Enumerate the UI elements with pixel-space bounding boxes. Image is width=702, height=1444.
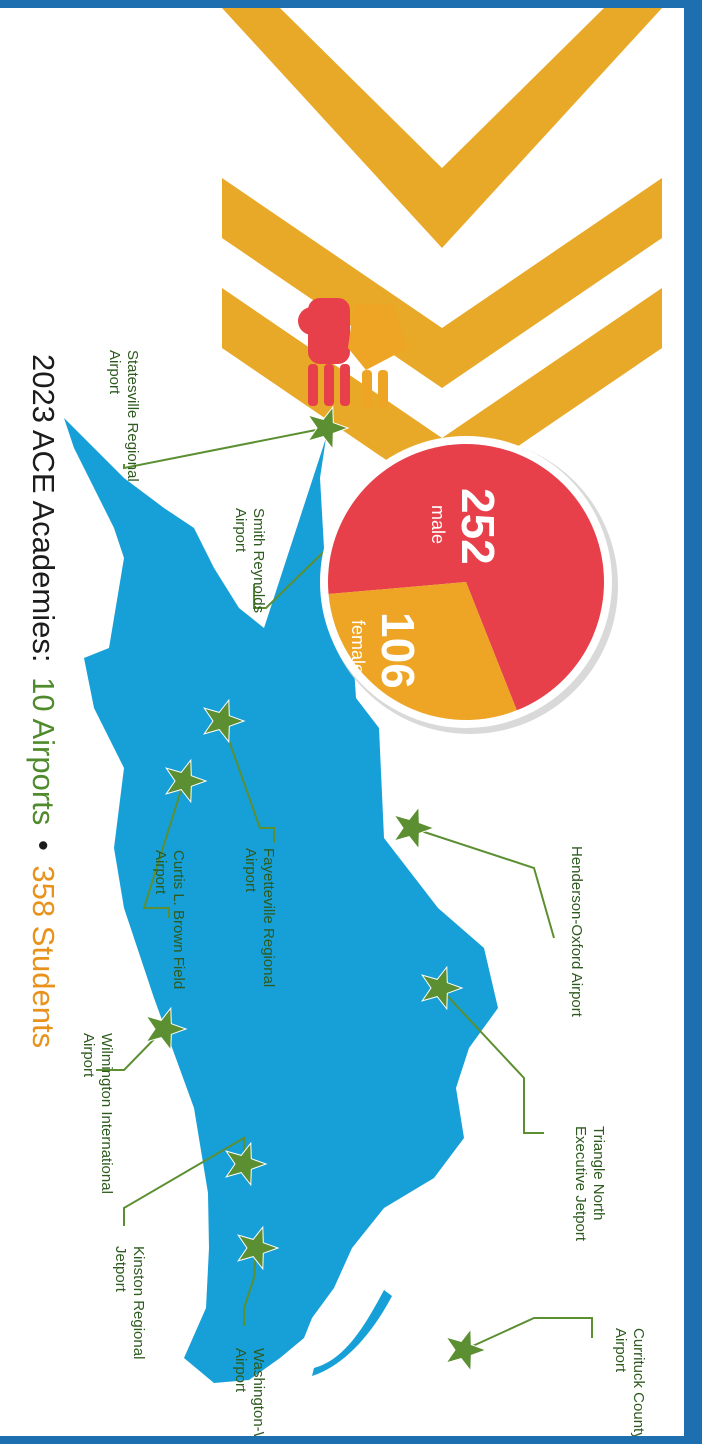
title-bullet: •	[26, 840, 61, 851]
leader-line	[142, 780, 185, 918]
airport-label-henderson-oxford: Henderson-Oxford Airport	[568, 846, 585, 1018]
leader-line	[463, 1317, 593, 1351]
star-icon	[225, 1141, 268, 1187]
female-count: 106	[372, 612, 424, 689]
rotated-infographic: 2023 ACE Academies: 10 Airports • 358 St…	[0, 8, 684, 1436]
leader-line	[221, 720, 275, 843]
airport-label-line: Airport	[80, 1033, 97, 1078]
star-icon	[203, 698, 246, 744]
leader-line	[96, 1028, 165, 1071]
star-icon	[237, 1225, 280, 1271]
chevron-band-decoration	[222, 8, 662, 498]
airport-labels: Statesville RegionalAirport Smith Reynol…	[80, 350, 647, 1436]
airport-label-line: Washington-Warren	[250, 1348, 267, 1436]
star-icon	[421, 965, 464, 1011]
north-carolina-map	[64, 418, 498, 1383]
airport-label-line: Airport	[106, 350, 123, 395]
airport-label-line: Airport	[232, 1348, 249, 1393]
airport-label-line: Airport	[232, 508, 249, 553]
airport-label-currituck: Currituck County RegionalAirport	[612, 1328, 647, 1436]
airport-label-line: Jetport	[112, 1246, 129, 1293]
airport-label-line: Currituck County Regional	[630, 1328, 647, 1436]
leader-lines	[96, 427, 593, 1351]
gender-pie-chart: 252 male 106 female	[320, 436, 618, 734]
female-figure-icon	[348, 304, 408, 408]
airport-label-line: Fayetteville Regional	[260, 848, 277, 987]
airport-label-line: Statesville Regional	[124, 350, 141, 482]
title-airports: 10 Airports	[26, 677, 61, 825]
star-icon	[445, 1327, 488, 1373]
leader-line	[411, 827, 555, 939]
airport-label-triangle-north: Triangle NorthExecutive Jetport	[572, 1126, 607, 1242]
airport-label-line: Airport	[242, 848, 259, 893]
airport-label-wilmington: Wilmington InternationalAirport	[80, 1033, 115, 1194]
female-label: female	[348, 620, 368, 674]
star-icon	[307, 405, 350, 451]
star-icon	[165, 758, 208, 804]
leader-line	[439, 987, 544, 1134]
title-students: 358 Students	[26, 865, 61, 1048]
airport-label-statesville: Statesville RegionalAirport	[106, 350, 141, 482]
airport-label-line: Wilmington International	[98, 1033, 115, 1194]
male-label: male	[428, 505, 448, 544]
male-count: 252	[452, 488, 504, 565]
pie-slice-male	[328, 444, 605, 711]
star-icon	[145, 1006, 188, 1052]
airport-label-line: Executive Jetport	[572, 1126, 589, 1242]
airport-label-line: Kinston Regional	[130, 1246, 147, 1359]
airport-label-kinston: Kinston RegionalJetport	[112, 1246, 147, 1359]
infographic-panel: 2023 ACE Academies: 10 Airports • 358 St…	[0, 8, 684, 1436]
airport-label-smith-reynolds: Smith ReynoldsAirport	[232, 508, 267, 613]
male-female-people-icon	[298, 298, 408, 408]
infographic-canvas: 2023 ACE Academies: 10 Airports • 358 St…	[26, 8, 662, 1436]
airport-label-line: Airport	[612, 1328, 629, 1373]
chevron-shape	[222, 178, 662, 388]
airport-label-line: Henderson-Oxford Airport	[568, 846, 585, 1018]
map-coast-island	[312, 1290, 392, 1376]
leader-line	[243, 1247, 257, 1326]
chevron-shape	[222, 8, 662, 248]
title-prefix: 2023 ACE Academies:	[26, 354, 61, 662]
airport-label-line: Smith Reynolds	[250, 508, 267, 613]
airport-label-fayetteville: Fayetteville RegionalAirport	[242, 848, 277, 987]
star-icon	[393, 805, 436, 851]
male-figure-icon	[298, 298, 350, 406]
airport-label-line: Curtis L. Brown Field	[170, 850, 187, 989]
airport-label-curtis-brown: Curtis L. Brown FieldAirport	[152, 850, 187, 989]
pie-slice-female	[328, 582, 517, 720]
airport-label-washington-warren: Washington-WarrenAirport	[232, 1348, 267, 1436]
page-title: 2023 ACE Academies: 10 Airports • 358 St…	[26, 354, 61, 1048]
airport-label-line: Triangle North	[590, 1126, 607, 1220]
leader-line	[123, 427, 327, 470]
airport-label-line: Airport	[152, 850, 169, 895]
